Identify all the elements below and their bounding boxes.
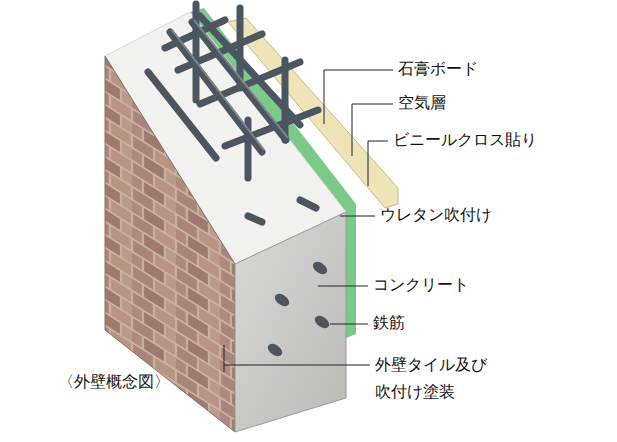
part-label: コンクリート bbox=[373, 275, 469, 295]
figure-caption: 〈外壁概念図〉 bbox=[58, 372, 170, 392]
part-label: 空気層 bbox=[398, 93, 446, 113]
part-label: ウレタン吹付け bbox=[380, 205, 492, 225]
part-label: 外壁タイル及び 吹付け塗装 bbox=[375, 351, 499, 405]
part-label: ビニールクロス貼り bbox=[393, 130, 537, 150]
part-label: 鉄筋 bbox=[373, 313, 405, 333]
part-label: 石膏ボード bbox=[398, 59, 478, 79]
